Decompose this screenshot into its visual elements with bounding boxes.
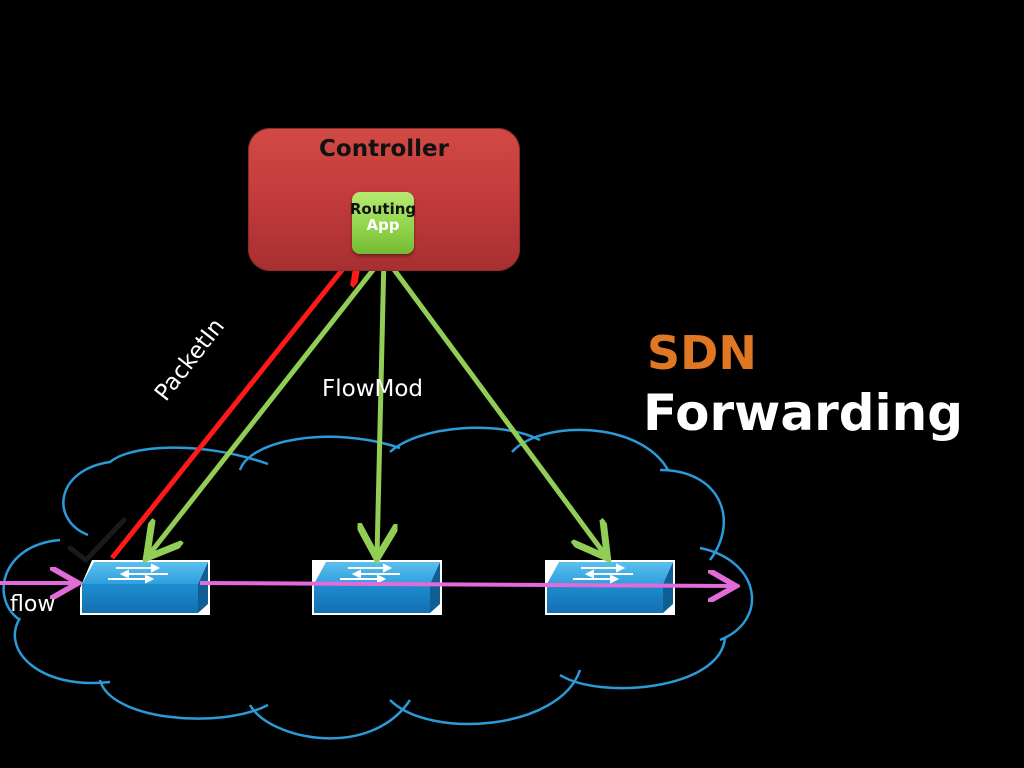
packetin-arrow (110, 250, 358, 560)
title-sdn: SDN (647, 326, 757, 380)
flowmod-arrow-1 (148, 254, 386, 556)
flow-label: flow (10, 592, 56, 617)
switch-2 (312, 560, 442, 615)
routing-app-label-line1: Routing (349, 200, 417, 218)
flowmod-arrow-2 (377, 255, 384, 556)
title-forwarding: Forwarding (643, 384, 964, 442)
routing-app-box: Routing App (350, 192, 416, 254)
switch-1 (80, 560, 210, 615)
network-cloud (2, 426, 754, 740)
routing-app-label-line2: App (366, 216, 400, 234)
flowmod-label: FlowMod (322, 376, 424, 402)
flowmod-arrow-3 (381, 254, 606, 556)
check-icon (67, 517, 127, 564)
flow-through-arrow (199, 583, 734, 586)
controller-label: Controller (319, 136, 449, 162)
